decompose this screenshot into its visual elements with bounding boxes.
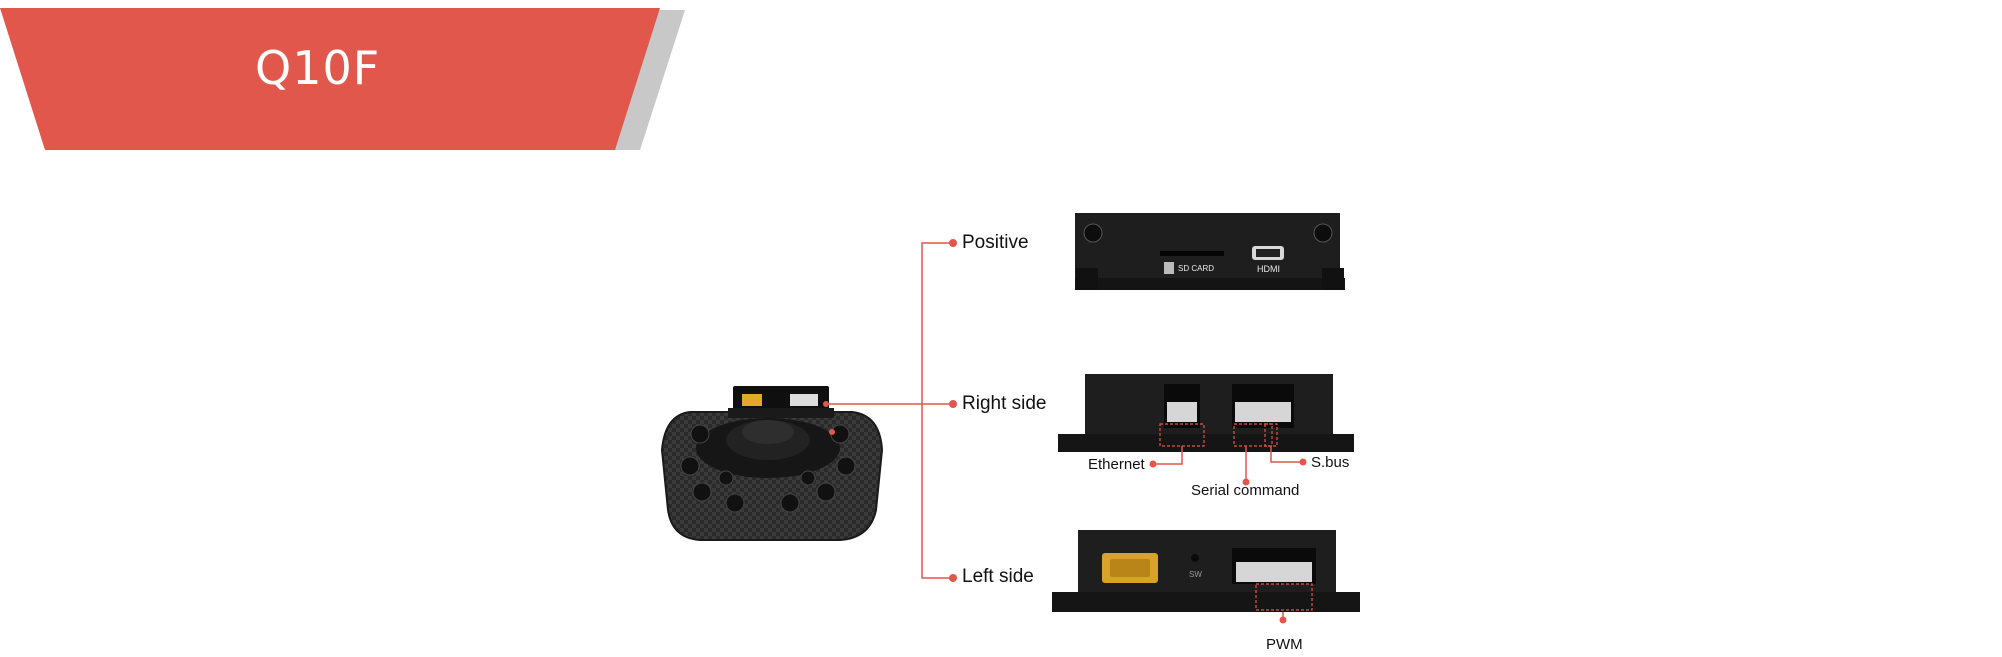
port-ethernet: Ethernet: [1088, 456, 1145, 473]
device-left-image: [1052, 530, 1360, 612]
hdmi-marking: HDMI: [1257, 264, 1280, 274]
sw-marking: SW: [1189, 570, 1202, 579]
callout-left-side: Left side: [962, 566, 1034, 587]
device-front-image: [1075, 213, 1345, 290]
callout-dots: [823, 239, 957, 582]
callout-lines: [826, 242, 953, 579]
banner-fill: [0, 8, 660, 150]
sd-card-marking: SD CARD: [1178, 264, 1215, 273]
gimbal-image: [660, 386, 884, 541]
callout-positive: Positive: [962, 232, 1029, 253]
device-right-image: [1058, 374, 1354, 452]
port-sbus: S.bus: [1311, 454, 1350, 471]
port-pwm: PWM: [1266, 636, 1303, 653]
title-banner: Q10F: [0, 0, 700, 160]
port-dots: [1149, 458, 1307, 624]
port-serial-command: Serial command: [1191, 482, 1300, 499]
banner-shape: [0, 8, 685, 150]
callout-right-side: Right side: [962, 393, 1047, 414]
product-title: Q10F: [255, 41, 381, 95]
